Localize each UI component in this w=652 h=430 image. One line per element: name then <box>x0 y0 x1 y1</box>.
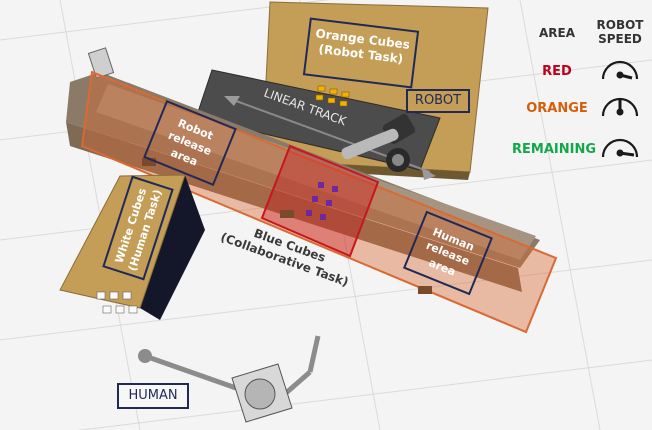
legend-speed-header-line2: SPEED <box>598 32 642 46</box>
conveyor-front <box>66 122 522 292</box>
orange-zone <box>80 70 558 334</box>
legend-red: RED <box>542 64 572 79</box>
robot-label: ROBOT <box>406 89 470 113</box>
speedometer-icon <box>601 97 639 117</box>
legend-remaining: REMAINING <box>512 142 596 157</box>
speedometer-icon <box>601 60 639 80</box>
orange-cubes <box>315 85 350 107</box>
human-table <box>59 174 186 309</box>
human-label: HUMAN <box>117 383 189 409</box>
conveyor-belt <box>96 84 536 260</box>
red-zone <box>260 144 380 258</box>
blue-cubes <box>306 182 338 220</box>
legend-area-header: AREA <box>538 26 575 40</box>
white-cubes <box>96 291 138 314</box>
human-model <box>138 335 321 423</box>
legend-speed-header-line1: ROBOT <box>596 18 644 32</box>
arrow-head-left <box>224 96 240 106</box>
conveyor-end-cap <box>87 47 115 79</box>
robot-arm <box>341 113 416 172</box>
legend-speed-header: ROBOT SPEED <box>590 18 650 46</box>
arrow-head-right <box>422 168 436 180</box>
conveyor-supports <box>142 158 432 294</box>
human-table-side <box>140 175 205 320</box>
speedometer-icon <box>601 138 639 158</box>
legend-orange: ORANGE <box>526 101 588 116</box>
